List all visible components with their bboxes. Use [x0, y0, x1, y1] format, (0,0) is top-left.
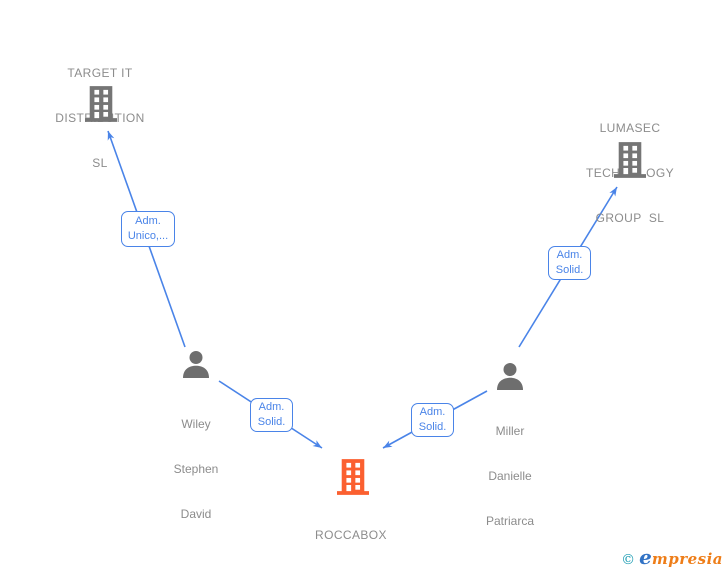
person-icon-miller[interactable]: [496, 363, 524, 390]
building-icon-target[interactable]: [85, 85, 117, 123]
brand-initial: e: [639, 545, 652, 569]
empresia-logo[interactable]: © e mpresia: [621, 545, 723, 569]
edge-label-wiley-target[interactable]: Adm. Unico,...: [121, 211, 175, 247]
building-icon-lumasec[interactable]: [614, 141, 646, 179]
edge-label-miller-lumasec[interactable]: Adm. Solid.: [548, 246, 591, 280]
company-name-roccabox[interactable]: ROCCABOX PROPERTY GROUP SL: [315, 528, 387, 575]
copyright-icon: ©: [621, 552, 636, 568]
edge-label-wiley-roccabox[interactable]: Adm. Solid.: [250, 398, 293, 432]
person-icon-wiley[interactable]: [182, 351, 210, 378]
brand-text: mpresia: [651, 550, 723, 568]
edge-label-miller-roccabox[interactable]: Adm. Solid.: [411, 403, 454, 437]
building-icon-roccabox[interactable]: [337, 458, 369, 496]
person-name-miller[interactable]: Miller Danielle Patriarca: [485, 424, 535, 528]
person-name-wiley[interactable]: Wiley Stephen David: [173, 417, 219, 521]
